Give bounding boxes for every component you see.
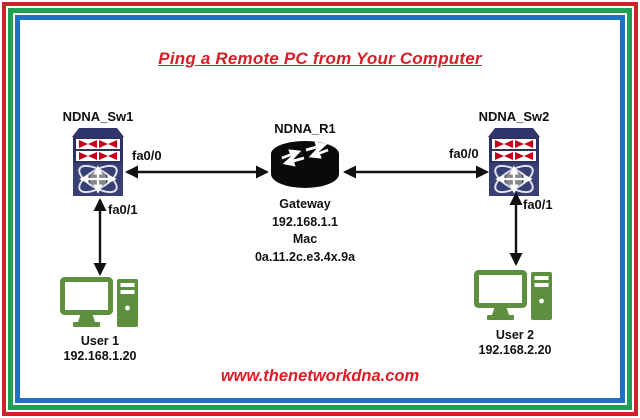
switch-bowtie-pattern <box>495 140 533 160</box>
bidirectional-arrow-sw1-router <box>125 165 269 179</box>
router-gateway-ip: 192.168.1.1 <box>271 214 339 229</box>
link-label-sw2-pc2: fa0/1 <box>523 197 553 212</box>
footer-url: www.thenetworkdna.com <box>220 367 420 385</box>
switch-icon <box>72 128 124 196</box>
bidirectional-arrow-sw2-pc2 <box>509 192 523 266</box>
page-title: Ping a Remote PC from Your Computer <box>158 49 482 68</box>
desktop-pc-icon <box>60 277 138 327</box>
link-label-sw1-router: fa0/0 <box>132 148 162 163</box>
pc2-caption: User 2 192.168.2.20 <box>473 328 557 357</box>
link-label-sw1-pc1: fa0/1 <box>108 202 138 217</box>
router-label: NDNA_R1 <box>274 121 336 136</box>
switch1-label: NDNA_Sw1 <box>62 109 134 124</box>
pc2-ip: 192.168.2.20 <box>478 342 552 357</box>
bidirectional-arrow-sw1-pc1 <box>93 198 107 276</box>
desktop-pc-icon <box>474 270 552 320</box>
pc1-name: User 1 <box>80 334 120 348</box>
switch-icon <box>488 128 540 196</box>
pc2-name: User 2 <box>495 328 535 342</box>
router-info: Gateway 192.168.1.1 Mac 0a.11.2c.e3.4x.9… <box>240 196 370 266</box>
router-arrows <box>281 141 329 167</box>
switch2-label: NDNA_Sw2 <box>478 109 550 124</box>
switch-bowtie-pattern <box>79 140 117 160</box>
router-icon <box>271 141 339 188</box>
pc1-caption: User 1 192.168.1.20 <box>58 334 142 363</box>
link-label-router-sw2: fa0/0 <box>449 146 479 161</box>
router-gateway-label: Gateway <box>279 197 331 211</box>
bidirectional-arrow-router-sw2 <box>343 165 489 179</box>
router-mac-label: Mac <box>292 232 318 246</box>
router-mac-address: 0a.11.2c.e3.4x.9a <box>254 249 356 264</box>
pc1-ip: 192.168.1.20 <box>63 348 137 363</box>
